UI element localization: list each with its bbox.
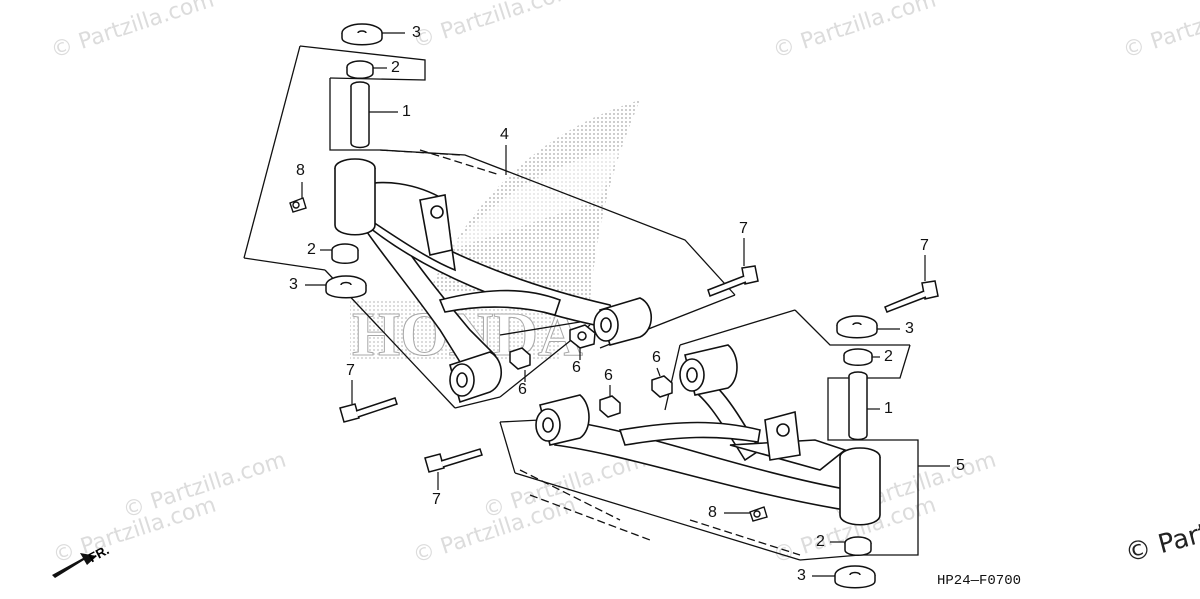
callout-washer-3-top: 3 xyxy=(412,24,421,41)
callout-upper-arm-4: 4 xyxy=(500,126,509,143)
callout-seal-2-right: 2 xyxy=(884,348,893,365)
callout-seal-2-left: 2 xyxy=(307,241,316,258)
collar-part-1 xyxy=(350,81,868,441)
diagram-code: HP24—F0700 xyxy=(937,573,1022,589)
callout-washer-3-bottom: 3 xyxy=(797,567,806,584)
callout-collar-1-right: 1 xyxy=(884,400,893,417)
upper-arm-part-4 xyxy=(334,158,653,404)
callout-fitting-8-bottom: 8 xyxy=(708,504,717,521)
nut-part-6 xyxy=(509,324,673,418)
callout-seal-2-bottom: 2 xyxy=(816,533,825,550)
callout-bolt-7-bottom: 7 xyxy=(432,491,441,508)
callout-bolt-7-mid: 7 xyxy=(739,220,748,237)
callout-lower-arm-5: 5 xyxy=(956,457,965,474)
callout-bolt-7-right: 7 xyxy=(920,237,929,254)
callout-nut-6-b: 6 xyxy=(572,359,581,376)
callout-washer-3-right: 3 xyxy=(905,320,914,337)
callout-nut-6-a: 6 xyxy=(518,381,527,398)
lower-arm-part-5 xyxy=(535,344,881,526)
grease-fitting-part-8 xyxy=(289,197,768,522)
callout-washer-3-left: 3 xyxy=(289,276,298,293)
bolt-part-7 xyxy=(339,265,939,473)
callout-nut-6-d: 6 xyxy=(652,349,661,366)
callout-collar-1-top: 1 xyxy=(402,103,411,120)
callout-nut-6-c: 6 xyxy=(604,367,613,384)
callout-bolt-7-left: 7 xyxy=(346,362,355,379)
washer-part-3 xyxy=(325,23,878,589)
dust-seal-part-2 xyxy=(331,60,873,556)
callout-fitting-8-top: 8 xyxy=(296,162,305,179)
callout-seal-2-top: 2 xyxy=(391,59,400,76)
front-arrow-icon xyxy=(52,553,97,578)
